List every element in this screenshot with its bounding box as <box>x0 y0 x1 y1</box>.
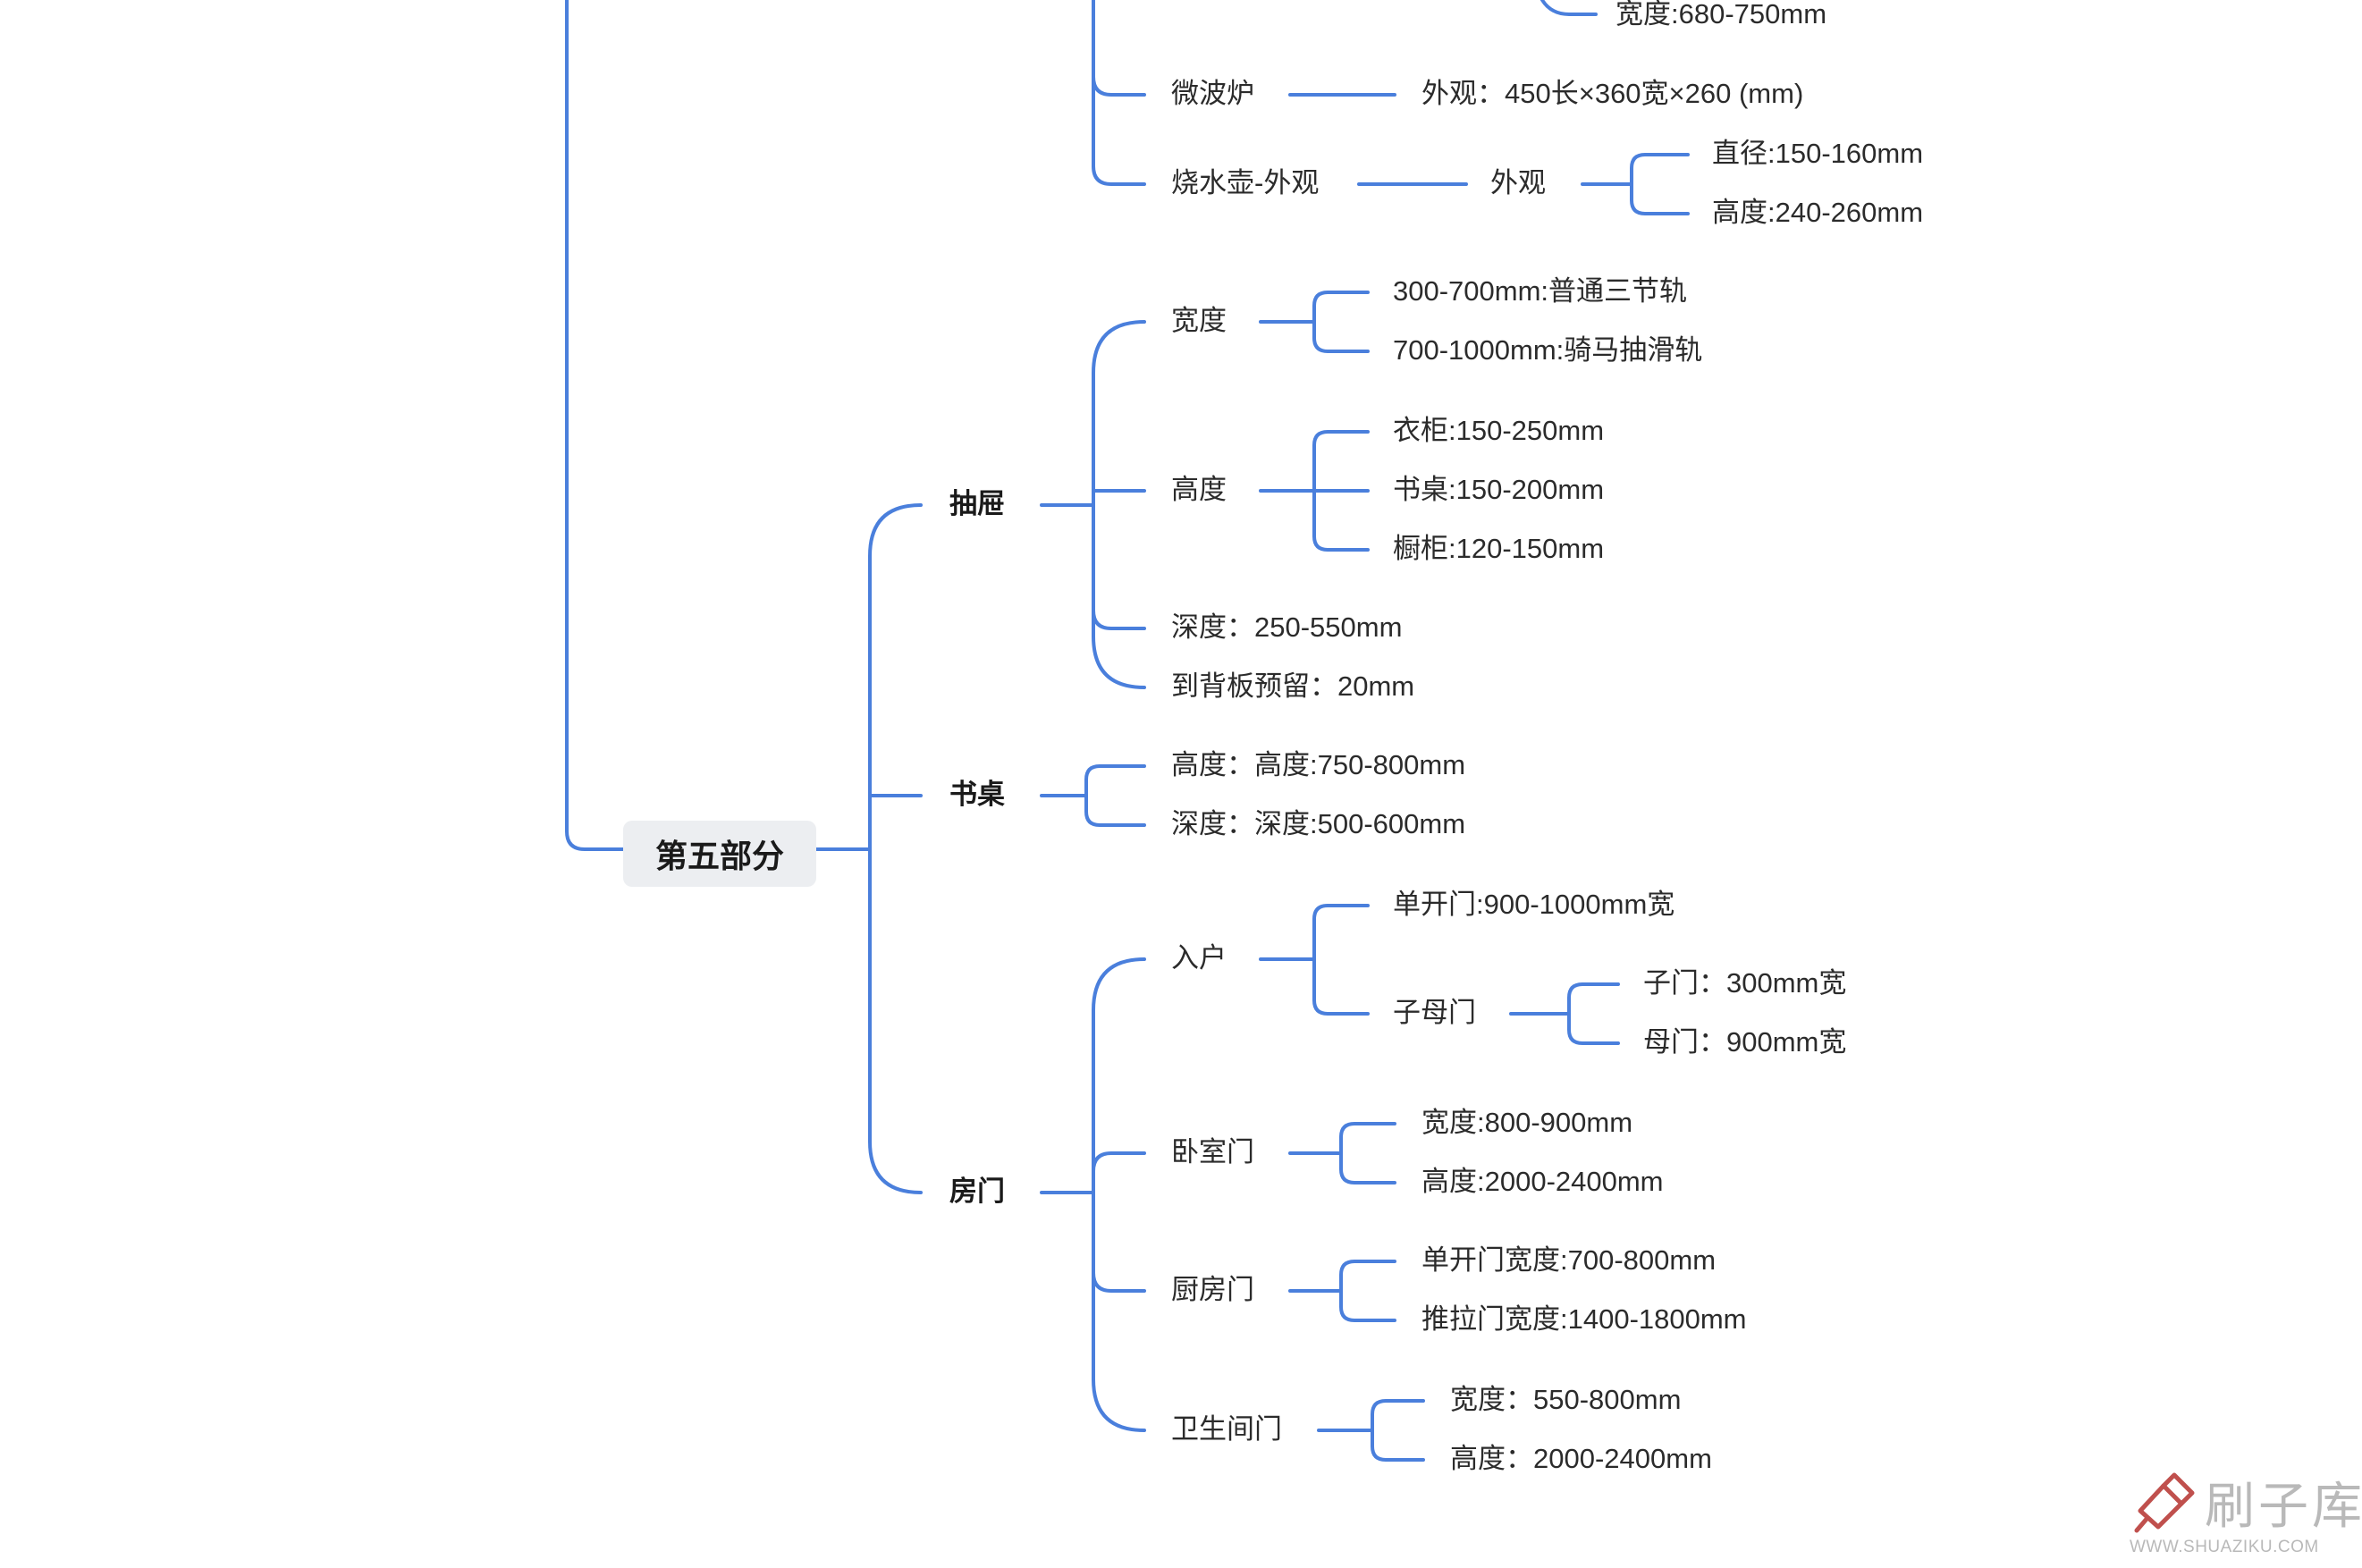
entry-bracket <box>1312 904 1370 1016</box>
kettle-diameter: 直径:150-160mm <box>1712 138 1924 169</box>
level2-spine <box>868 503 923 1194</box>
mother-child-node[interactable]: 子母门 <box>1393 997 1476 1028</box>
mother-door: 母门：900mm宽 <box>1643 1026 1847 1058</box>
kettle-appearance: 外观 <box>1490 167 1546 198</box>
desk-bracket <box>1084 764 1146 827</box>
desk-node[interactable]: 书桌 <box>949 779 1005 810</box>
watermark: 刷子库 WWW.SHUAZIKU.COM <box>2128 1466 2362 1556</box>
kitchen-bracket <box>1339 1260 1396 1322</box>
drawer-depth[interactable]: 深度：250-550mm <box>1171 611 1403 643</box>
drawer-node[interactable]: 抽屉 <box>949 488 1005 519</box>
drawer-back-reserve[interactable]: 到背板预留：20mm <box>1171 670 1415 702</box>
bathroom-bracket <box>1371 1399 1425 1462</box>
desk-height[interactable]: 高度：高度:750-800mm <box>1171 749 1466 780</box>
kettle-height: 高度:240-260mm <box>1712 197 1924 228</box>
entry-node[interactable]: 入户 <box>1171 942 1227 974</box>
top-microwave-branch <box>1092 75 1146 97</box>
drawer-height-item-3: 橱柜:120-150mm <box>1393 533 1605 564</box>
desk-depth[interactable]: 深度：深度:500-600mm <box>1171 808 1466 839</box>
door-kitchen-branch <box>1092 1271 1146 1293</box>
partial-top-bracket <box>1540 0 1598 16</box>
bedroom-width: 宽度:800-900mm <box>1421 1107 1633 1138</box>
entry-single-door: 单开门:900-1000mm宽 <box>1393 889 1675 920</box>
drawer-height-item-2: 书桌:150-200mm <box>1393 474 1605 505</box>
drawer-width-item-1: 300-700mm:普通三节轨 <box>1393 275 1688 307</box>
kitchen-single-width: 单开门宽度:700-800mm <box>1421 1244 1717 1276</box>
kettle-node[interactable]: 烧水壶-外观 <box>1171 167 1320 198</box>
bathroom-width: 宽度：550-800mm <box>1450 1384 1682 1415</box>
kitchen-door-node[interactable]: 厨房门 <box>1171 1274 1254 1305</box>
drawer-height-item-1: 衣柜:150-250mm <box>1393 415 1605 446</box>
brush-logo-icon <box>2134 1472 2195 1533</box>
bathroom-door-node[interactable]: 卫生间门 <box>1171 1413 1282 1445</box>
drawer-height-bracket <box>1312 430 1370 552</box>
bedroom-door-node[interactable]: 卧室门 <box>1171 1136 1254 1168</box>
partial-width-item: 宽度:680-750mm <box>1615 0 1827 30</box>
bedroom-bracket <box>1339 1122 1396 1184</box>
door-spine <box>1092 957 1146 1432</box>
door-node[interactable]: 房门 <box>949 1176 1005 1207</box>
drawer-width-item-2: 700-1000mm:骑马抽滑轨 <box>1393 334 1703 366</box>
drawer-depth-branch <box>1092 609 1146 630</box>
drawer-height-node[interactable]: 高度 <box>1171 474 1227 505</box>
kettle-bracket <box>1581 153 1690 215</box>
bathroom-height: 高度：2000-2400mm <box>1450 1443 1712 1474</box>
microwave-detail: 外观：450长×360宽×260 (mm) <box>1421 78 1804 109</box>
child-door: 子门：300mm宽 <box>1643 967 1847 999</box>
drawer-spine <box>1092 320 1146 689</box>
door-bedroom-branch <box>1092 1151 1146 1173</box>
mother-child-bracket <box>1567 982 1620 1045</box>
bedroom-height: 高度:2000-2400mm <box>1421 1166 1664 1197</box>
drawer-width-bracket <box>1312 291 1370 353</box>
root-node[interactable]: 第五部分 <box>623 821 816 887</box>
kitchen-sliding-width: 推拉门宽度:1400-1800mm <box>1421 1303 1747 1335</box>
top-spine <box>1092 0 1146 186</box>
root-link-trunk <box>565 0 625 851</box>
drawer-width-node[interactable]: 宽度 <box>1171 305 1227 336</box>
watermark-title: 刷子库 <box>2205 1478 2362 1536</box>
watermark-url: WWW.SHUAZIKU.COM <box>2130 1538 2319 1556</box>
microwave-node[interactable]: 微波炉 <box>1171 78 1254 109</box>
